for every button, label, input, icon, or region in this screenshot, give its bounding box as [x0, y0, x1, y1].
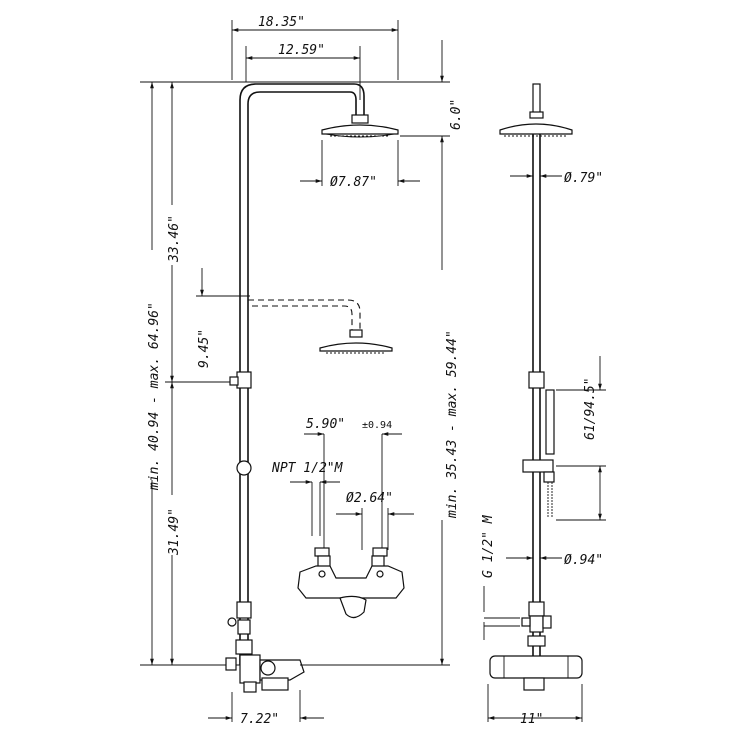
front-view: 18.35" 12.59" 6.0": [140, 15, 464, 727]
dim-centers: 5.90" ±0.94: [304, 417, 402, 556]
rain-head-upper: [321, 124, 399, 138]
dim-spout-projection: 7.22": [208, 690, 324, 727]
dim-head-diameter: Ø7.87": [300, 140, 420, 190]
clamp-knob: [229, 376, 239, 386]
dim-pipe-diameter: Ø.79": [510, 171, 603, 186]
side-lower-fittings: [489, 601, 583, 691]
dim-hose-length: 61/94.5": [556, 356, 606, 521]
dim-base-width-label: 11": [520, 712, 543, 727]
dim-inlet-diameter-label: Ø2.64": [346, 491, 393, 506]
slider-knob: [236, 460, 252, 476]
side-view: Ø.79" 61/94.5" min. 35.43 - max. 59.44": [300, 83, 606, 727]
mixer-detail: 5.90" ±0.94 NPT 1/2"M Ø2.64": [271, 417, 414, 619]
dim-spout-projection-label: 7.22": [240, 712, 279, 727]
dim-base-width: 11": [487, 684, 583, 727]
dim-slide-offset-label: 9.45": [197, 329, 212, 368]
dim-arm-width-label: 12.59": [278, 43, 325, 58]
riser-pipe: [239, 83, 369, 665]
side-head: [499, 83, 573, 137]
dim-slide-offset: 9.45": [196, 268, 250, 368]
dim-height-left: min. 40.94 - max. 64.96": [140, 82, 300, 666]
npt-label: NPT 1/2"M: [271, 461, 344, 476]
dim-lower-pipe: 31.49": [164, 382, 182, 665]
dim-upper-pipe-label: 33.46": [167, 215, 182, 263]
dim-hose-length-label: 61/94.5": [583, 377, 598, 440]
dim-centers-label: 5.90": [306, 417, 345, 432]
dim-centers-tol-label: ±0.94: [362, 420, 392, 431]
lower-fittings: [225, 601, 305, 693]
dim-upper-pipe: 33.46": [164, 82, 240, 383]
dim-head-drop: 6.0": [400, 40, 464, 150]
dim-height-right-label: min. 35.43 - max. 59.44": [445, 330, 460, 519]
dim-height-left-label: min. 40.94 - max. 64.96": [147, 302, 162, 491]
dim-lower-pipe-diameter: Ø.94": [506, 553, 603, 568]
dim-lower-pipe-diameter-label: Ø.94": [564, 553, 603, 568]
upper-clamp: [236, 371, 252, 389]
dim-lower-pipe-label: 31.49": [167, 508, 182, 556]
dim-npt: NPT 1/2"M: [271, 461, 344, 536]
dim-top-width-label: 18.35": [258, 15, 305, 30]
mixer-body: [297, 547, 405, 619]
connection-label: G 1/2" M: [481, 514, 496, 578]
dim-top-width: 18.35": [231, 15, 399, 80]
dim-head-drop-label: 6.0": [449, 99, 464, 130]
dim-pipe-diameter-label: Ø.79": [564, 171, 603, 186]
dim-height-right: min. 35.43 - max. 59.44": [300, 150, 460, 666]
lowered-position-dashed: [248, 299, 393, 354]
dim-arm-width: 12.59": [245, 43, 361, 100]
side-pipe: [532, 134, 541, 660]
dim-connection: G 1/2" M: [481, 514, 520, 640]
hand-shower: [522, 389, 555, 518]
dim-head-diameter-label: Ø7.87": [330, 175, 377, 190]
dim-inlet-diameter: Ø2.64": [336, 491, 414, 550]
